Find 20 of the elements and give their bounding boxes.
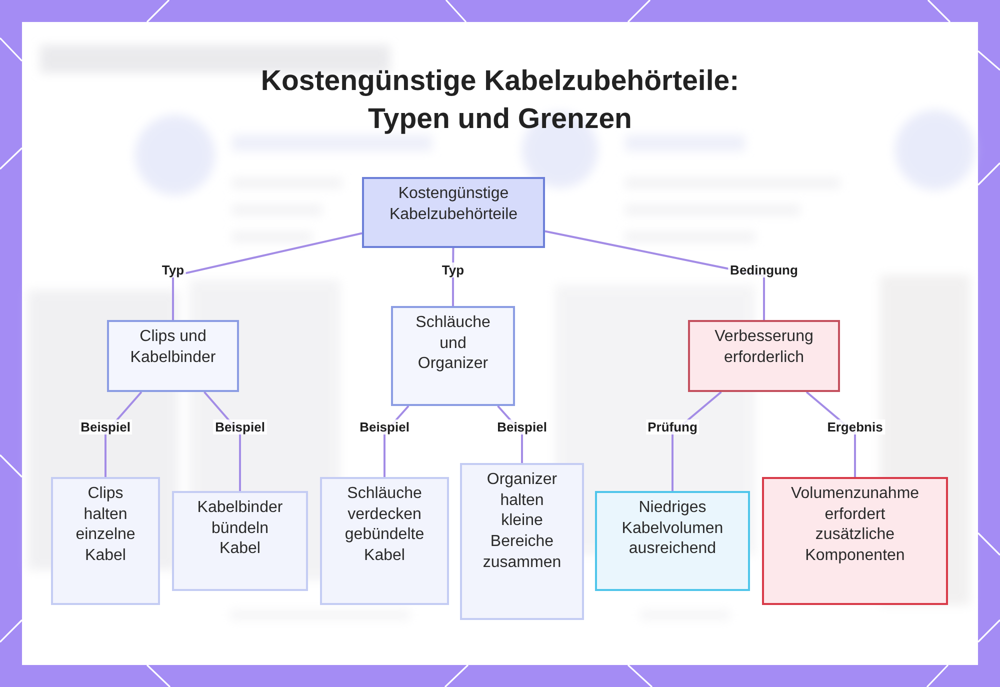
node-label: Kabelbinder bündeln Kabel <box>196 498 284 560</box>
node-label: Schläuche und Organizer <box>414 313 492 374</box>
edge-label: Beispiel <box>358 420 412 434</box>
node-label: Schläuche verdecken gebündelte Kabel <box>344 484 426 566</box>
node-label: Organizer halten kleine Bereiche zusammen <box>482 470 562 573</box>
edge-label: Bedingung <box>728 262 800 278</box>
node-label: Volumenzunahme erfordert zusätzliche Komponenten <box>790 484 920 566</box>
edge-label: Beispiel <box>495 420 549 434</box>
node-label: Clips und Kabelbinder <box>129 327 217 368</box>
edge-label: Ergebnis <box>825 420 885 434</box>
edge-label: Beispiel <box>78 420 132 434</box>
edge-label: Typ <box>160 262 186 278</box>
edge-label: Beispiel <box>213 420 267 434</box>
diagram-title: Kostengünstige Kabelzubehörteile: Typen und Grenzen <box>260 64 740 137</box>
node-label: Clips halten einzelne Kabel <box>74 484 136 566</box>
node-label: Kostengünstige Kabelzubehörteile <box>388 184 519 225</box>
edge-label: Typ <box>440 262 466 278</box>
node-label: Verbesserung erforderlich <box>714 327 814 368</box>
node-label: Niedriges Kabelvolumen ausreichend <box>620 498 724 560</box>
edge-label: Prüfung <box>646 420 700 434</box>
